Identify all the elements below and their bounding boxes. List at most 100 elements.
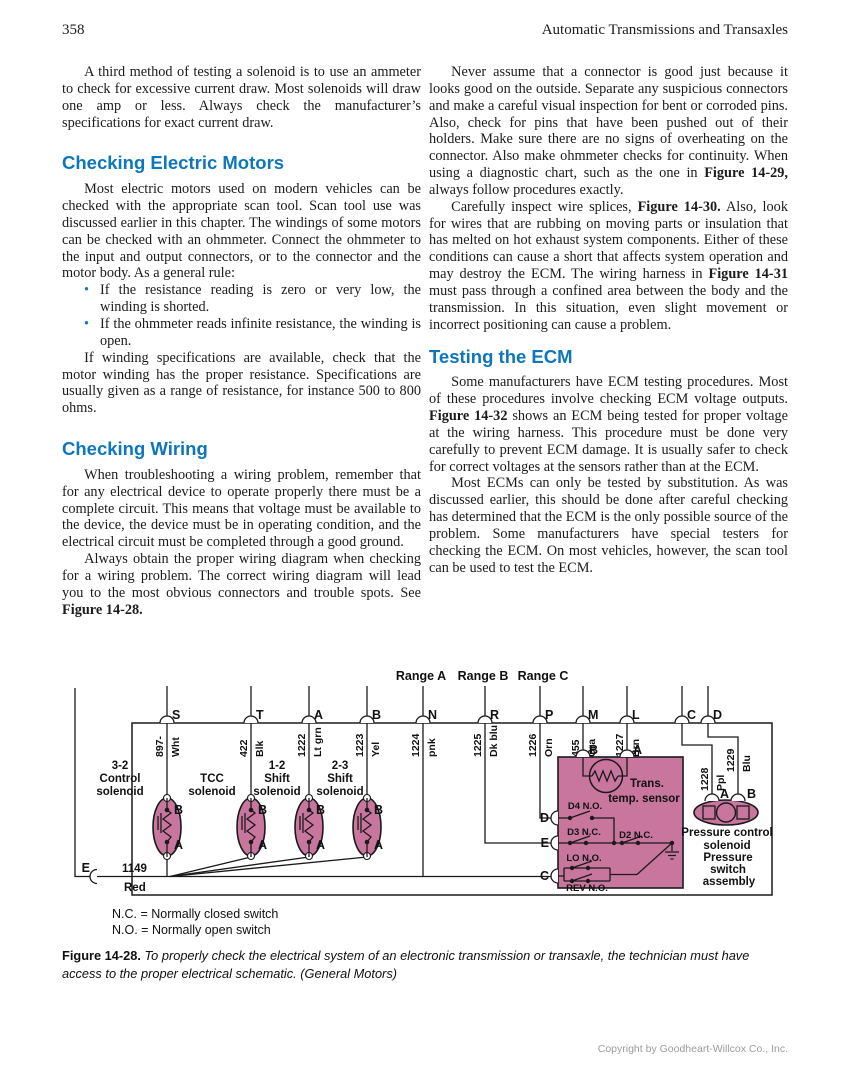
wire-number: 1149: [122, 863, 147, 875]
legend-line: N.O. = Normally open switch: [112, 922, 271, 937]
terminal-letter: L: [632, 708, 640, 722]
paragraph: Carefully inspect wire splices, Figure 1…: [429, 198, 788, 333]
solenoid-terminal-a: A: [258, 838, 267, 852]
sensor-label: Trans.: [630, 778, 664, 790]
terminal-P: P 1226 Orn: [527, 686, 555, 757]
connector-bump: [477, 715, 493, 724]
list-item-text: If the ohmmeter reads infinite resistanc…: [100, 315, 421, 349]
switch-label: REV N.O.: [566, 883, 608, 894]
switch-d3-d2: D3 N.C. D2 N.C.: [558, 827, 675, 846]
component-label: Pressure control: [681, 827, 772, 839]
wire-color: Blk: [254, 741, 266, 758]
terminal-letter: R: [490, 708, 499, 722]
terminal-letter: C: [687, 708, 696, 722]
box-terminal-e: E: [541, 836, 549, 850]
terminal-letter: P: [545, 708, 553, 722]
list-item: • If the ohmmeter reads infinite resista…: [62, 316, 421, 350]
range-labels: Range A Range B Range C: [396, 669, 568, 683]
section-heading: Checking Electric Motors: [62, 152, 285, 174]
connector-bump: [301, 715, 317, 724]
connector-bump: [619, 715, 635, 724]
sensor-terminal-b: B: [589, 743, 598, 757]
paragraph: Some manufacturers have ECM testing proc…: [429, 374, 788, 475]
left-column: A third method of testing a solenoid is …: [62, 64, 421, 618]
bullet-icon: •: [84, 282, 90, 299]
connector-bump: [674, 715, 690, 724]
terminal-letter: E: [82, 861, 90, 875]
pc-terminal-a: A: [720, 787, 729, 801]
wire-color: Orn: [543, 738, 555, 757]
box-terminal-d: D: [540, 811, 549, 825]
terminal-letter: M: [588, 708, 598, 722]
solenoid-terminal-a: A: [374, 838, 383, 852]
switch-lo-rev: LO N.O. REV N.O.: [558, 842, 673, 894]
solenoid-label: TCC: [200, 773, 224, 785]
solenoid-label: solenoid: [96, 786, 143, 798]
wires: [74, 688, 739, 878]
solenoid-terminal-b: B: [316, 803, 325, 817]
terminal-R: R 1225 Dk blu: [472, 686, 500, 757]
solenoid-terminal-b: B: [258, 803, 267, 817]
section-heading: Testing the ECM: [429, 345, 573, 367]
solenoid: BA: [294, 793, 325, 861]
wire-color: Red: [124, 882, 146, 894]
figure-caption: Figure 14-28. To properly check the elec…: [62, 948, 750, 981]
wire-color: Dk blu: [488, 725, 500, 757]
terminal-letter: D: [713, 708, 722, 722]
terminal-letter: S: [172, 708, 180, 722]
switch-label: D3 N.C.: [567, 827, 601, 838]
diagram-frame: [131, 722, 773, 896]
paragraph: Most electric motors used on modern vehi…: [62, 181, 421, 282]
switch-label: D4 N.O.: [568, 801, 602, 812]
connector-bump: [619, 749, 635, 758]
sensor-label: temp. sensor: [608, 793, 680, 805]
solenoid-label: Shift: [327, 773, 353, 785]
range-c-label: Range C: [518, 669, 569, 683]
range-a-label: Range A: [396, 669, 446, 683]
connector-bump: [550, 868, 559, 884]
wire-number: 1223: [354, 733, 366, 757]
connector-bump: [704, 793, 720, 802]
switch-d4: D4 N.O.: [558, 801, 615, 843]
sensor-terminal-a: A: [633, 743, 642, 757]
terminal-letter: T: [256, 708, 264, 722]
bullet-icon: •: [84, 315, 90, 332]
terminal-letter: N: [428, 708, 437, 722]
solenoid: BA: [236, 793, 267, 861]
connector-bump: [359, 715, 375, 724]
connector-bump: [700, 715, 716, 724]
solenoid-label: Shift: [264, 773, 290, 785]
solenoid-label: Control: [100, 773, 141, 785]
connector-bump: [550, 835, 559, 851]
switch-label: LO N.O.: [566, 853, 601, 864]
paragraph: Always obtain the proper wiring diagram …: [62, 551, 421, 618]
wire-color: Blu: [741, 755, 753, 772]
wire-number: 1226: [527, 733, 539, 757]
solenoid-label: 1-2: [269, 760, 286, 772]
connector-bump: [532, 715, 548, 724]
page-number: 358: [62, 22, 85, 38]
figure-legend: N.C. = Normally closed switch N.O. = Nor…: [112, 907, 278, 938]
wire-number: 1225: [472, 733, 484, 757]
wire-number: 1229: [725, 748, 737, 772]
connector-bump: [575, 749, 591, 758]
wire-color: Lt grn: [312, 727, 324, 757]
connector-bump: [89, 868, 98, 885]
paragraph: A third method of testing a solenoid is …: [62, 64, 421, 131]
wire-number: 1222: [296, 733, 308, 757]
component-label: assembly: [703, 876, 756, 888]
connector-bump: [550, 810, 559, 826]
wire-number: 1228: [699, 767, 711, 791]
wire-number: 1224: [410, 733, 422, 757]
paragraph: If winding specifications are available,…: [62, 349, 421, 417]
list-item: • If the resistance reading is zero or v…: [62, 282, 421, 316]
running-header: Automatic Transmissions and Transaxles: [541, 22, 788, 38]
